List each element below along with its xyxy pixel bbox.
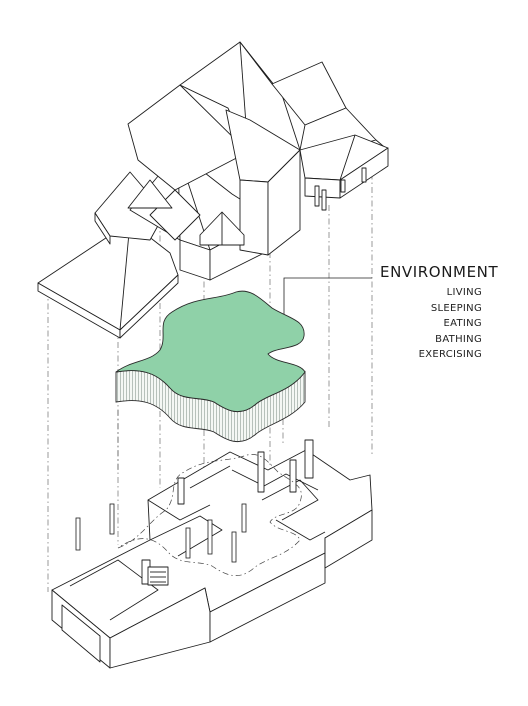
floor-columns: [75, 503, 247, 563]
callout-leader: [281, 277, 372, 326]
activity-item: SLEEPING: [430, 302, 482, 314]
activity-item: LIVING: [446, 287, 482, 298]
activity-item: EATING: [443, 318, 482, 330]
activity-list: LIVING SLEEPING EATING BATHING EXERCISIN…: [380, 285, 520, 363]
floor-blob-trace: [117, 454, 302, 576]
callout-title: ENVIRONMENT: [380, 263, 499, 281]
roof-layer: [37, 41, 389, 339]
environment-blob: [115, 290, 306, 443]
environment-callout: ENVIRONMENT LIVING SLEEPING EATING BATHI…: [380, 262, 520, 363]
activity-item: EXERCISING: [418, 349, 482, 361]
blob-top-surface: [115, 290, 306, 413]
activity-item: BATHING: [435, 333, 482, 345]
